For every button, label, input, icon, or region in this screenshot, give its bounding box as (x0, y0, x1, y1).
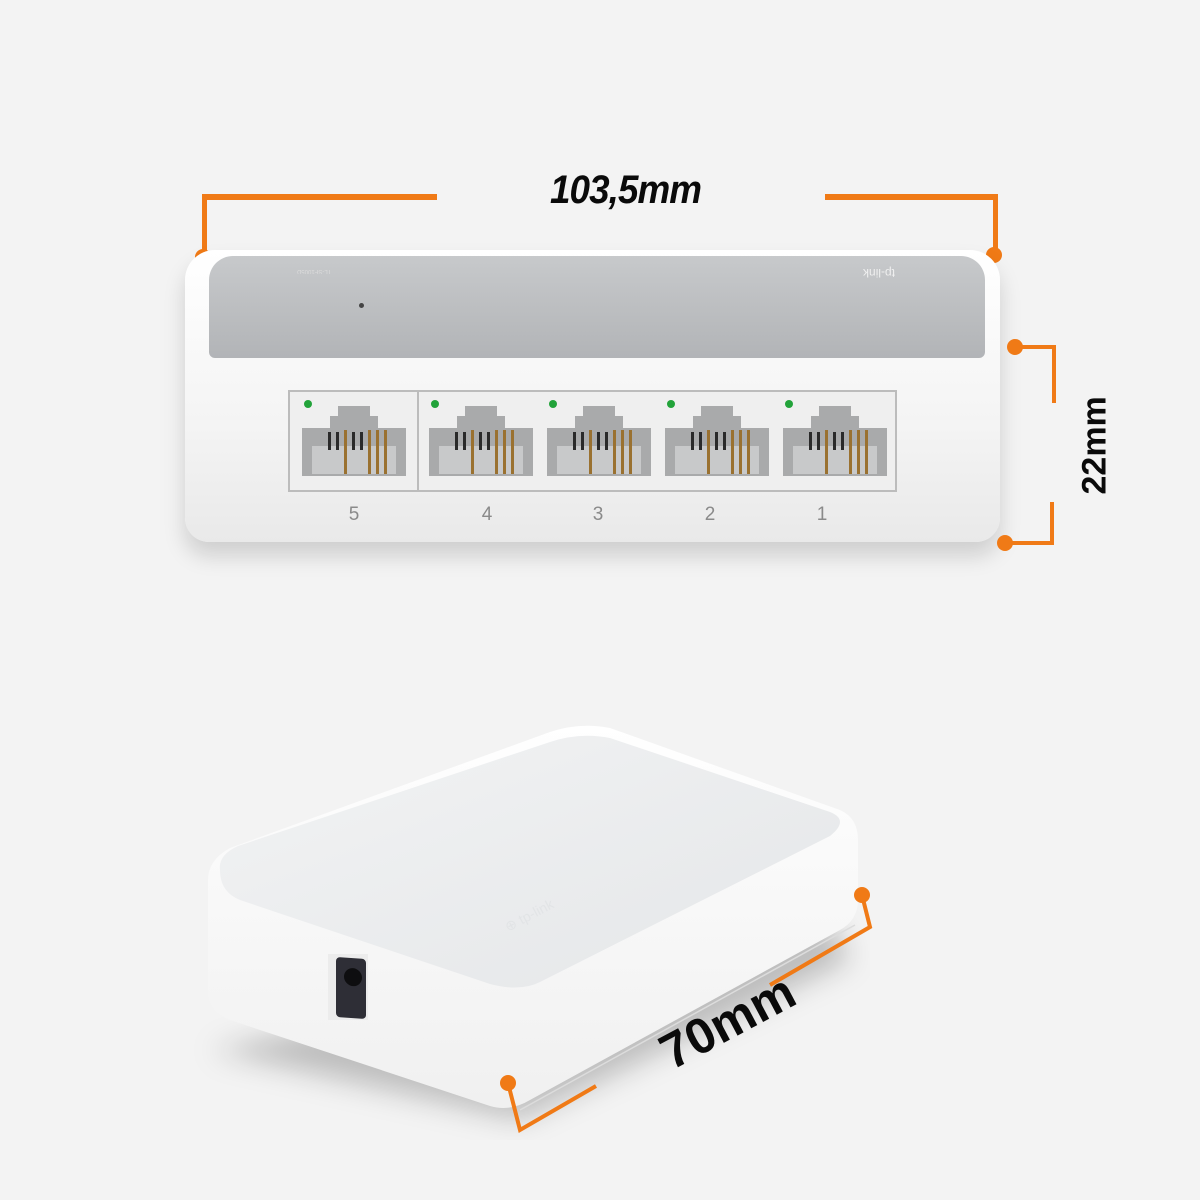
height-bracket-bottom-vertical (1050, 502, 1054, 544)
rj45-socket-icon (547, 406, 651, 476)
height-bracket-top-horizontal (1014, 345, 1056, 349)
width-bracket-right-vertical (993, 194, 998, 254)
power-led (359, 303, 364, 308)
port-number-4: 4 (481, 504, 493, 525)
port-led-icon (667, 400, 675, 408)
switch-angled-view: ⊕ tp-link (190, 720, 870, 1140)
rj45-socket-icon (783, 406, 887, 476)
ethernet-port-5 (298, 400, 410, 480)
port-led-icon (304, 400, 312, 408)
port-number-5: 5 (348, 504, 360, 525)
width-label: 103,5mm (550, 168, 702, 212)
switch-top-panel: TL-SF1005D tp-link (209, 256, 985, 358)
height-bracket-bottom-horizontal (1005, 541, 1054, 545)
depth-left-dot (500, 1075, 516, 1091)
width-bracket-right-horizontal (825, 194, 998, 200)
port-led-icon (431, 400, 439, 408)
ethernet-port-4 (425, 400, 537, 480)
switch-angled-body: ⊕ tp-link (208, 725, 858, 1120)
rj45-socket-icon (665, 406, 769, 476)
port-number-3: 3 (592, 504, 604, 525)
port-number-1: 1 (816, 504, 828, 525)
height-bracket-top-vertical (1052, 345, 1056, 403)
ethernet-port-3 (543, 400, 655, 480)
power-jack-icon (328, 954, 368, 1020)
switch-front-view: TL-SF1005D tp-link (185, 250, 1000, 542)
port-led-icon (785, 400, 793, 408)
width-bracket-left-vertical (202, 194, 207, 254)
port-led-icon (549, 400, 557, 408)
height-bottom-dot (997, 535, 1013, 551)
ethernet-port-1 (779, 400, 891, 480)
width-bracket-left-horizontal (202, 194, 437, 200)
rj45-socket-icon (429, 406, 533, 476)
port-number-2: 2 (704, 504, 716, 525)
ethernet-port-2 (661, 400, 773, 480)
rj45-socket-icon (302, 406, 406, 476)
